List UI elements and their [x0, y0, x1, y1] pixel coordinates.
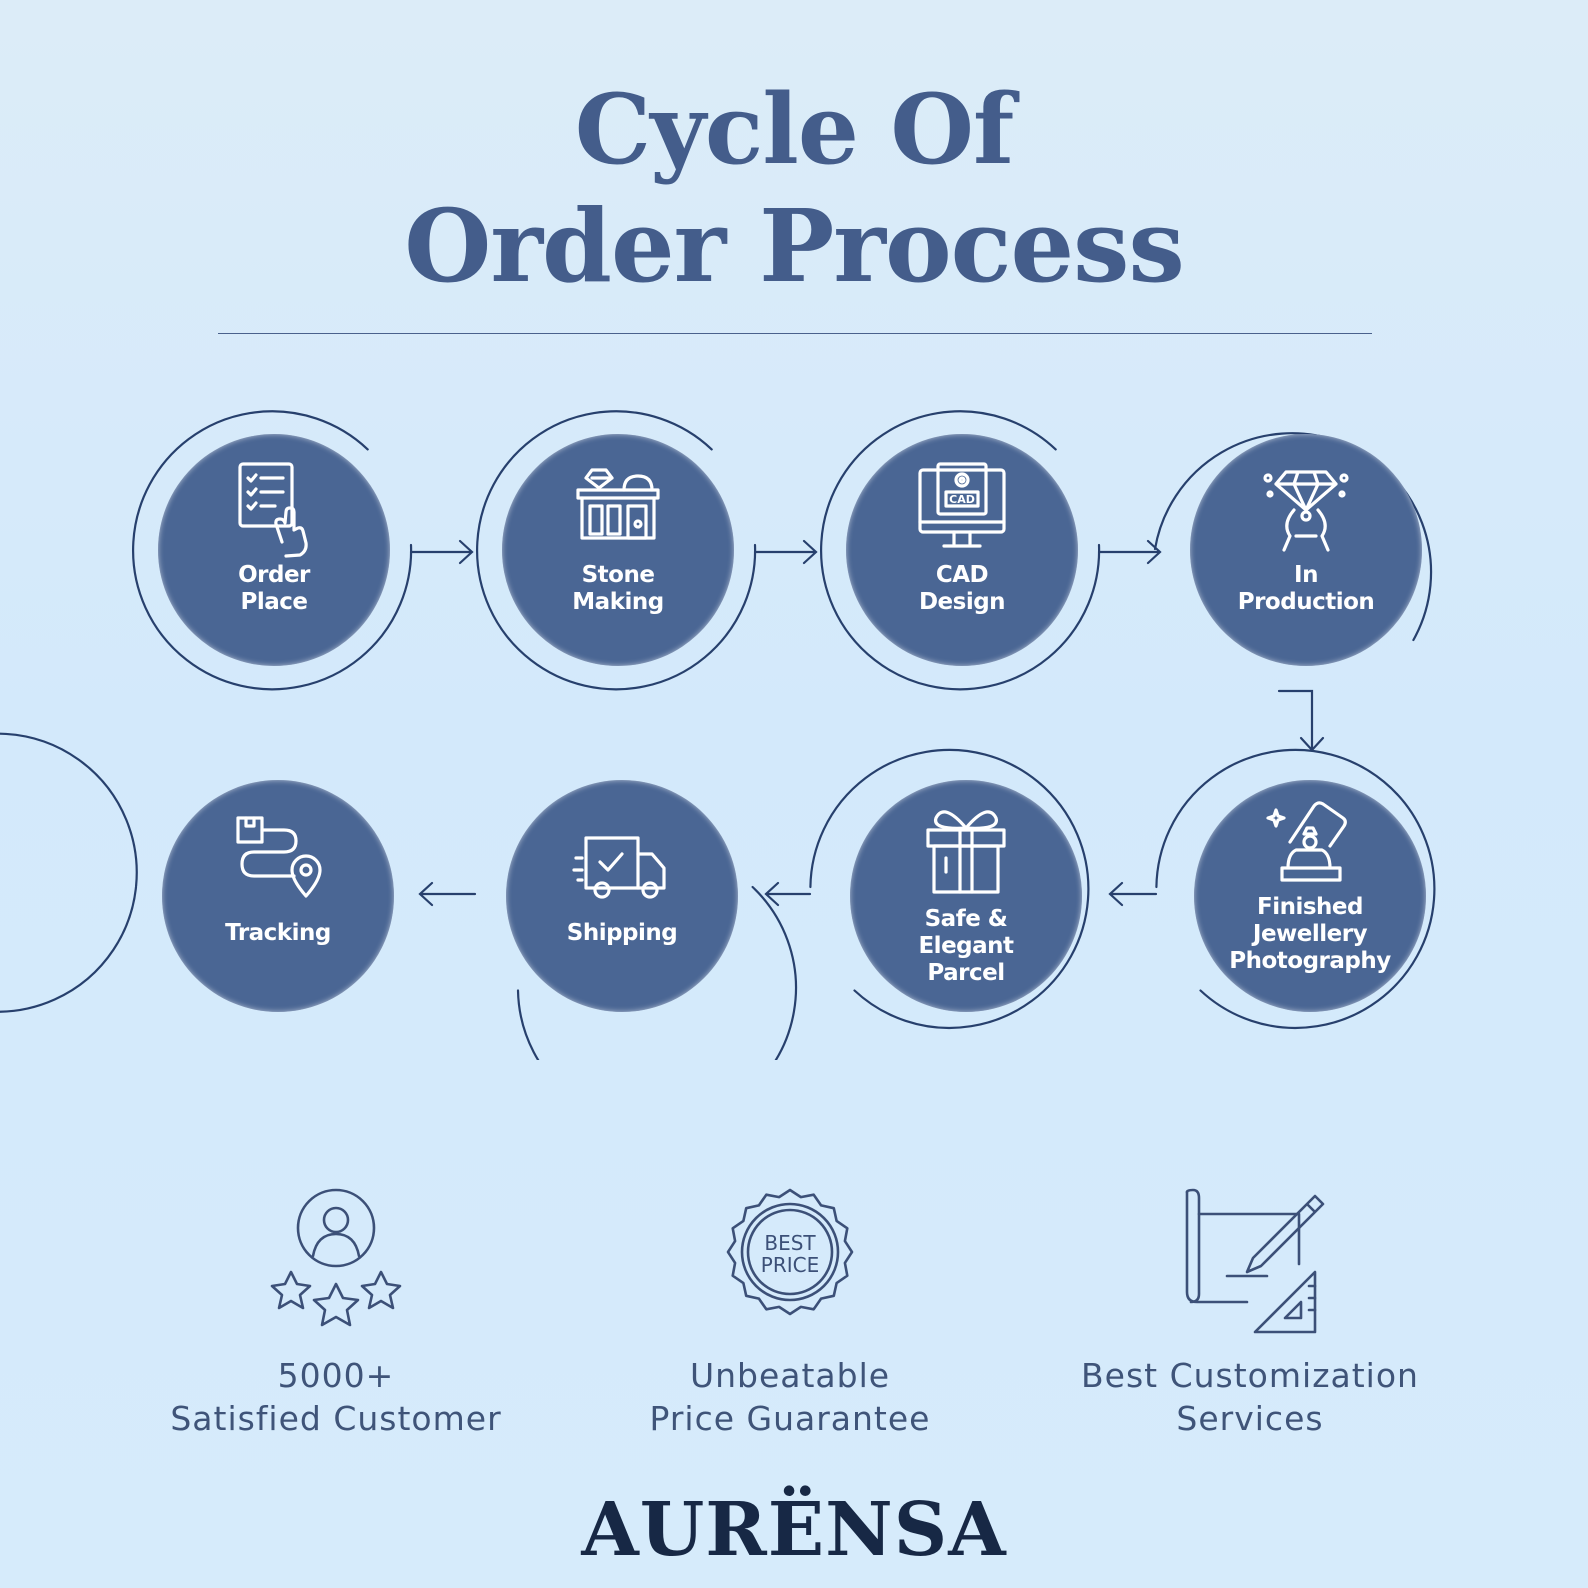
step-label: Shipping	[566, 920, 678, 946]
arrow-7	[418, 881, 477, 907]
step-tracking: Tracking	[162, 780, 394, 1012]
customer-stars-icon	[270, 1188, 402, 1327]
best-price-badge-icon: BEST PRICE	[726, 1188, 854, 1316]
page-title-line-1: Cycle Of	[574, 73, 1015, 186]
arrow-6	[764, 881, 812, 907]
badge-text-2: PRICE	[761, 1253, 819, 1277]
route-location-icon	[236, 816, 322, 898]
step-shipping: Shipping	[506, 780, 738, 1012]
arrow-5	[1108, 881, 1158, 907]
ring-shipping	[516, 885, 798, 1060]
blueprint-pencil-icon	[1185, 1188, 1325, 1334]
checklist-hand-icon	[238, 462, 308, 558]
page-title-line-2: Order Process	[404, 187, 1185, 305]
ring-cad-design	[820, 410, 1101, 691]
delivery-truck-icon	[572, 836, 666, 899]
ring-tracking	[0, 732, 138, 1013]
ring-stone-making	[476, 410, 757, 691]
cad-monitor-icon: CAD	[918, 462, 1006, 548]
arrow-3	[1097, 539, 1162, 565]
diamond-tongs-icon	[1263, 470, 1349, 552]
ring-finished-photography	[1155, 748, 1436, 1030]
feature-text: 5000+Satisfied Customer	[170, 1356, 502, 1438]
svg-text:CAD: CAD	[949, 493, 975, 506]
arrow-1	[409, 539, 474, 565]
jewellery-shop-icon	[576, 468, 660, 540]
arrow-down	[1277, 689, 1325, 752]
step-label: Tracking	[225, 920, 331, 946]
gift-box-icon	[926, 810, 1006, 894]
ring-order-place	[132, 410, 413, 691]
feature-satisfied-customer: 5000+Satisfied Customer	[116, 1186, 556, 1440]
badge-text-1: BEST	[764, 1231, 816, 1255]
brand-logo: AURËNSA	[581, 1487, 1007, 1573]
ring-safe-parcel	[809, 748, 1090, 1030]
arrow-2	[753, 539, 818, 565]
divider	[218, 333, 1372, 334]
ring-photo-icon	[1266, 801, 1347, 882]
